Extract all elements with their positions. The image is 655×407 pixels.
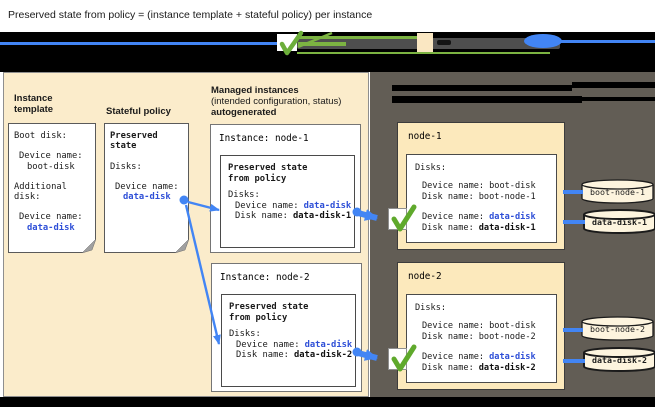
disk-cylinder-boot-node-2: boot-node-2 [581, 316, 654, 342]
preserved-state-box: Preserved state from policy Disks: Devic… [220, 155, 355, 248]
overview-strip [0, 30, 655, 72]
node-disks-box: Disks: Device name:boot-disk Disk name:b… [406, 294, 557, 383]
diagram-title: Preserved state from policy = (instance … [8, 9, 373, 21]
minimap-green-line-top [296, 36, 426, 39]
redacted-text-bar [392, 96, 582, 103]
minimap-blue-line-left [0, 42, 278, 45]
vm-node-card-node-2: node-2 Disks: Device name:boot-disk Disk… [397, 262, 565, 390]
disk-cylinder-data-disk-2: data-disk-2 [583, 347, 655, 373]
bottom-black-bar [0, 397, 655, 407]
minimap-glyph [437, 40, 451, 45]
preserved-state-box: Preserved state from policy Disks: Devic… [221, 294, 356, 387]
minimap-green-underline [297, 52, 550, 54]
minimap-blue-line-right [556, 40, 655, 43]
minimap-green-line-mid [298, 42, 346, 46]
node-title: node-1 [408, 131, 442, 142]
managed-instance-card-node-1: Instance: node-1 Preserved state from po… [210, 124, 361, 253]
disk-cylinder-data-disk-1: data-disk-1 [583, 209, 655, 235]
minimap-instance-box [417, 33, 433, 52]
instance-title: Instance: node-2 [220, 272, 310, 283]
applied-check-icon [388, 344, 417, 372]
minimap-disk-icon [524, 34, 562, 48]
instance-template-heading: Instance template [14, 93, 54, 115]
vm-node-card-node-1: node-1 Disks: Device name:boot-disk Disk… [397, 122, 565, 250]
managed-instances-heading: Managed instances (intended configuratio… [211, 85, 342, 118]
page-curl-icon [175, 239, 189, 253]
disk-cylinder-boot-node-1: boot-node-1 [581, 179, 654, 205]
minimap-green-arrow-tail [297, 31, 333, 49]
redacted-text-bar [572, 82, 655, 88]
managed-instance-card-node-2: Instance: node-2 Preserved state from po… [211, 263, 362, 392]
instance-title: Instance: node-1 [219, 133, 309, 144]
redacted-text-bar [582, 97, 655, 101]
minimap-check-icon [277, 30, 304, 56]
node-title: node-2 [408, 271, 442, 282]
redacted-text-bar [392, 85, 572, 91]
actual-state-panel: node-1 Disks: Device name:boot-disk Disk… [370, 72, 655, 397]
config-panel: Instance template Boot disk: Device name… [3, 72, 369, 397]
node-disks-box: Disks: Device name:boot-disk Disk name:b… [406, 154, 557, 243]
stateful-policy-doc: Preserved state Disks: Device name: data… [104, 123, 189, 253]
instance-template-doc: Boot disk: Device name: boot-disk Additi… [8, 123, 96, 253]
stateful-policy-heading: Stateful policy [106, 106, 171, 117]
page-curl-icon [82, 239, 96, 253]
applied-check-icon [388, 204, 417, 232]
